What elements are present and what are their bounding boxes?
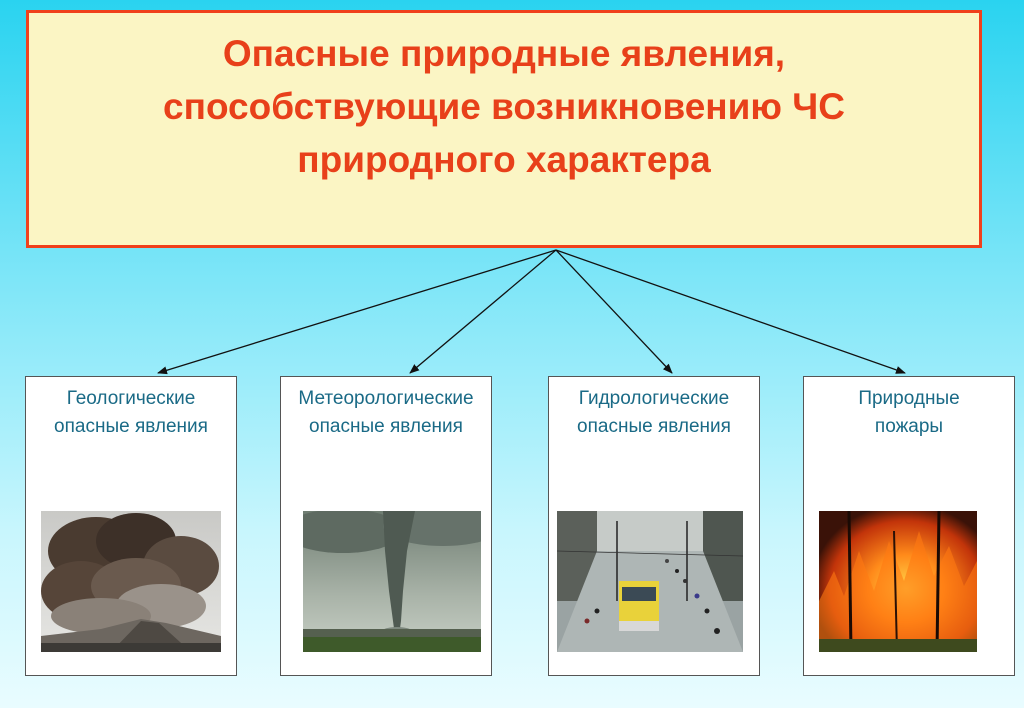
category-label-meteorological: Метеорологические опасные явления	[298, 388, 474, 437]
arrow-to-hydrological	[555, 249, 673, 374]
category-hydrological: Гидрологические опасные явления	[548, 376, 760, 676]
category-label-fires: Природные пожары	[858, 388, 960, 437]
tornado-photo	[303, 511, 481, 652]
category-label-geological: Геологические опасные явления	[54, 388, 208, 437]
category-meteorological: Метеорологические опасные явления	[280, 376, 492, 676]
flood-street-photo	[557, 511, 743, 652]
arrow-to-geological	[157, 249, 557, 375]
category-geological: Геологические опасные явления	[25, 376, 237, 676]
category-fires: Природные пожары	[803, 376, 1015, 676]
forest-fire-photo	[819, 511, 977, 652]
category-label-hydrological: Гидрологические опасные явления	[577, 388, 731, 437]
arrow-to-meteorological	[409, 249, 557, 374]
title-box: Опасные природные явления, способствующи…	[26, 10, 982, 248]
volcano-eruption-photo	[41, 511, 221, 652]
diagram-title: Опасные природные явления, способствующи…	[163, 33, 845, 180]
arrow-to-fires	[555, 249, 906, 374]
